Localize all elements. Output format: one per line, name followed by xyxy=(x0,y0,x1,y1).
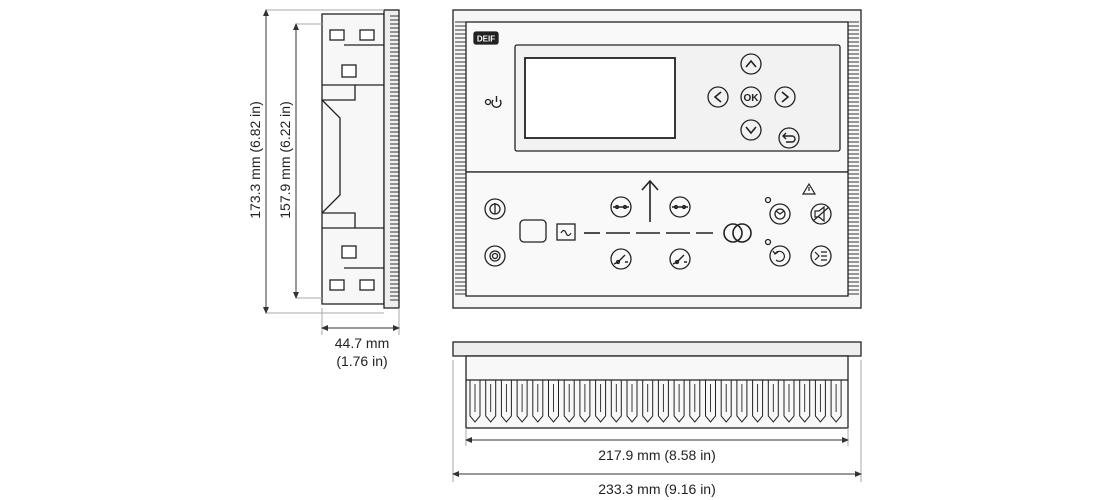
terminal-tooth xyxy=(705,380,716,423)
generator-icon xyxy=(556,223,576,241)
bottom-view xyxy=(452,341,862,429)
bottom-dimensions xyxy=(452,360,862,482)
terminal-tooth xyxy=(673,380,685,423)
terminal-blocks xyxy=(469,380,842,423)
gen-breaker-close-button[interactable] xyxy=(610,196,632,218)
start-button[interactable] xyxy=(484,198,506,220)
arrow-left-icon xyxy=(713,91,722,103)
terminal-tooth xyxy=(736,380,748,423)
terminal-tooth xyxy=(814,380,826,423)
terminal-tooth xyxy=(752,380,764,423)
generator-led-frame xyxy=(519,219,547,243)
terminal-tooth xyxy=(595,380,607,423)
width-overall-label: 233.3 mm (9.16 in) xyxy=(598,481,716,497)
mode-icon xyxy=(774,208,786,220)
terminal-tooth xyxy=(516,380,528,423)
arrow-up-icon xyxy=(745,59,757,68)
front-fins-right xyxy=(848,21,859,295)
terminal-tooth xyxy=(657,380,669,423)
horn-silence-button[interactable] xyxy=(810,203,832,225)
terminal-tooth xyxy=(689,380,701,423)
arrow-right-button[interactable] xyxy=(774,86,796,108)
terminal-tooth xyxy=(783,380,795,423)
power-led-icon xyxy=(491,96,502,109)
stop-button[interactable] xyxy=(484,245,506,267)
terminal-tooth xyxy=(626,380,638,423)
terminal-tooth xyxy=(767,380,779,423)
terminal-tooth xyxy=(799,380,811,423)
terminal-tooth xyxy=(610,380,622,423)
front-view: DEIF OK xyxy=(452,9,862,309)
terminal-tooth xyxy=(485,380,497,423)
side-dimensions xyxy=(263,9,400,335)
single-line-diagram xyxy=(584,179,752,243)
terminal-tooth xyxy=(830,380,842,423)
terminal-tooth xyxy=(532,380,544,423)
arrow-right-icon xyxy=(781,91,790,103)
mains-breaker-open-button[interactable] xyxy=(669,248,691,270)
ok-label: OK xyxy=(744,93,760,104)
height-inner-label: 157.9 mm (6.22 in) xyxy=(277,101,293,219)
terminal-tooth xyxy=(579,380,591,423)
width-inner-label: 217.9 mm (8.58 in) xyxy=(598,447,716,463)
arrow-up-button[interactable] xyxy=(740,53,762,75)
side-fins xyxy=(390,15,399,301)
terminal-tooth xyxy=(642,380,654,423)
terminal-tooth xyxy=(563,380,575,423)
deif-logo: DEIF xyxy=(473,31,499,45)
arrow-down-button[interactable] xyxy=(740,119,762,141)
logo-text: DEIF xyxy=(477,35,495,44)
arrow-left-button[interactable] xyxy=(707,86,729,108)
side-view xyxy=(321,9,400,309)
depth-in-label: (1.76 in) xyxy=(336,353,387,369)
stop-icon xyxy=(489,250,501,262)
back-icon xyxy=(782,132,796,143)
auto-mode-button[interactable] xyxy=(769,203,791,225)
reset-button[interactable] xyxy=(769,245,791,267)
ok-button[interactable]: OK xyxy=(740,86,762,108)
terminal-tooth xyxy=(720,380,732,423)
reset-icon xyxy=(772,250,785,262)
transformer-icon xyxy=(723,223,752,243)
back-button[interactable] xyxy=(778,127,800,149)
depth-mm-label: 44.7 mm xyxy=(335,335,389,351)
terminal-tooth xyxy=(500,380,512,423)
lcd-display xyxy=(524,57,676,139)
horn-silence-icon xyxy=(812,205,830,223)
terminal-tooth xyxy=(469,380,481,423)
front-fins-left xyxy=(455,21,466,295)
height-overall-label: 173.3 mm (6.82 in) xyxy=(247,101,263,219)
warning-icon xyxy=(801,182,817,195)
mains-breaker-close-button[interactable] xyxy=(669,196,691,218)
arrow-down-icon xyxy=(745,126,757,135)
alarm-list-button[interactable] xyxy=(810,245,832,267)
arrow-up-icon xyxy=(641,179,659,222)
terminal-tooth xyxy=(548,380,559,423)
gen-breaker-open-button[interactable] xyxy=(610,248,632,270)
